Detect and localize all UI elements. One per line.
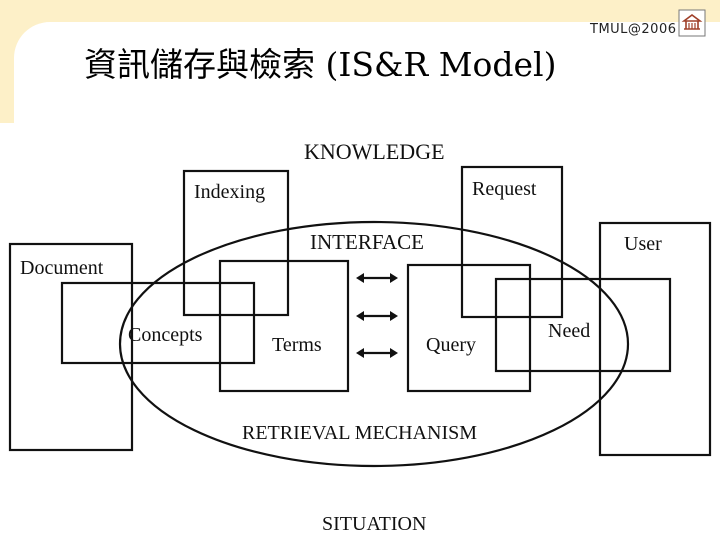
concepts-label: Concepts — [128, 324, 203, 346]
isr-model-diagram: KNOWLEDGE Indexing Request INTERFACE Use… — [8, 139, 712, 535]
request-label: Request — [472, 178, 537, 200]
header-panel — [14, 22, 720, 123]
query-box — [406, 263, 532, 393]
user-box — [598, 221, 712, 457]
need-label: Need — [548, 320, 590, 342]
library-emblem-icon — [678, 9, 706, 37]
document-label: Document — [20, 257, 104, 279]
indexing-label: Indexing — [194, 181, 265, 203]
request-box — [460, 165, 564, 319]
situation-label: SITUATION — [322, 513, 426, 535]
indexing-box — [182, 169, 290, 317]
terms-box — [218, 259, 350, 393]
interface-ellipse — [118, 220, 630, 468]
slide-title: 資訊儲存與檢索 (IS&R Model) — [84, 45, 557, 84]
user-label: User — [624, 233, 662, 255]
knowledge-label: KNOWLEDGE — [304, 139, 445, 164]
document-box — [8, 242, 134, 452]
terms-label: Terms — [272, 334, 322, 356]
brand-label: TMUL@2006 — [590, 22, 677, 37]
concepts-box — [60, 281, 256, 365]
need-box — [494, 277, 672, 373]
query-label: Query — [426, 334, 476, 356]
retrieval-mechanism-label: RETRIEVAL MECHANISM — [242, 422, 477, 444]
interface-label: INTERFACE — [310, 230, 424, 254]
